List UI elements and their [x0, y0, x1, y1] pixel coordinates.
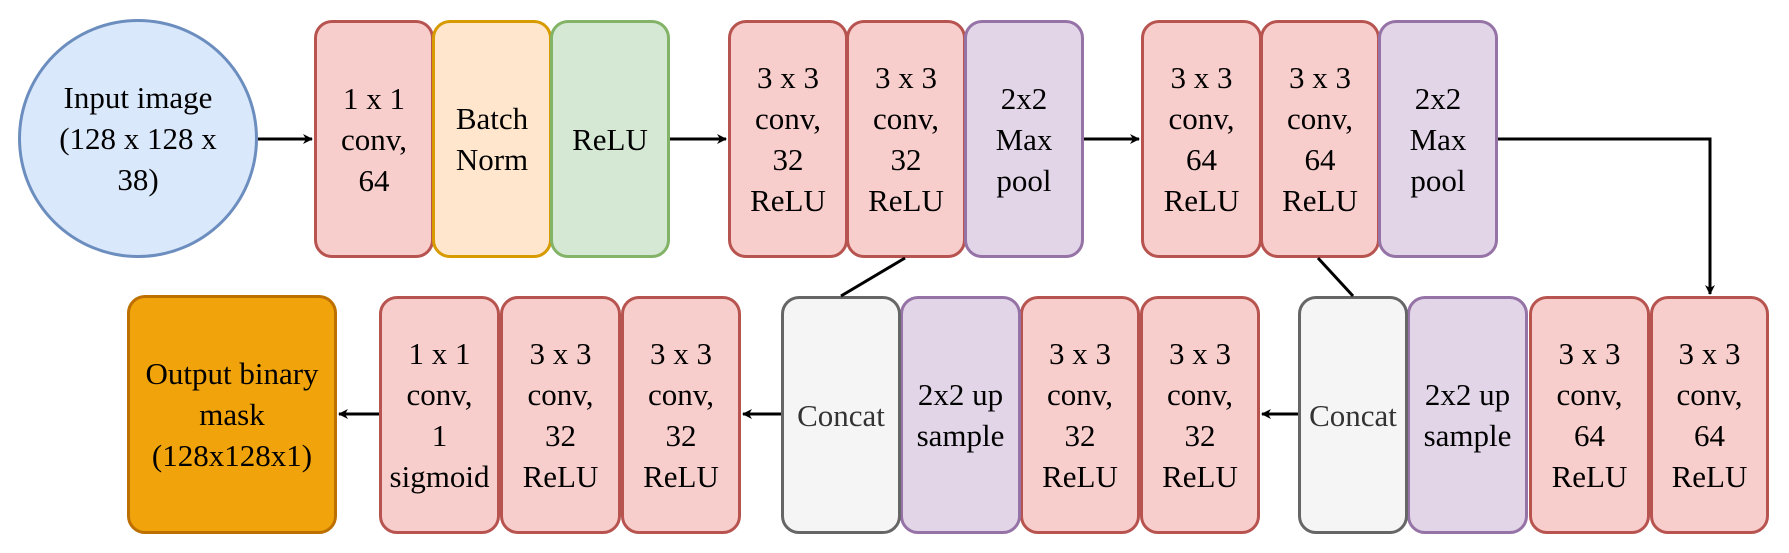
bottleneck-conv-a-node: 3 x 3 conv, 64 ReLU — [1529, 296, 1650, 534]
decoder2-conv-b-node: 3 x 3 conv, 32 ReLU — [1140, 296, 1260, 534]
upsample-2-node: 2x2 up sample — [1407, 296, 1528, 534]
decoder1-conv-a-node: 3 x 3 conv, 32 ReLU — [500, 296, 621, 534]
encoder2-conv-a-node: 3 x 3 conv, 64 ReLU — [1141, 20, 1262, 258]
conv-1x1-64-node: 1 x 1 conv, 64 — [314, 20, 434, 258]
skip-connection-encoder1-to-concat1 — [840, 256, 906, 298]
concat-2-node: Concat — [1298, 296, 1408, 534]
maxpool-1-node: 2x2 Max pool — [964, 20, 1084, 258]
bottleneck-conv-b-node: 3 x 3 conv, 64 ReLU — [1650, 296, 1769, 534]
encoder1-conv-b-node: 3 x 3 conv, 32 ReLU — [846, 20, 966, 258]
final-conv-1x1-sigmoid-node: 1 x 1 conv, 1 sigmoid — [379, 296, 500, 534]
input-image-node: Input image (128 x 128 x 38) — [18, 19, 258, 258]
decoder1-conv-b-node: 3 x 3 conv, 32 ReLU — [621, 296, 741, 534]
decoder2-conv-a-node: 3 x 3 conv, 32 ReLU — [1020, 296, 1140, 534]
maxpool-2-node: 2x2 Max pool — [1378, 20, 1498, 258]
concat-1-node: Concat — [781, 296, 901, 534]
output-mask-node: Output binary mask (128x128x1) — [127, 295, 337, 534]
skip-connection-encoder2-to-concat2 — [1316, 256, 1355, 298]
batch-norm-node: Batch Norm — [432, 20, 552, 258]
encoder1-conv-a-node: 3 x 3 conv, 32 ReLU — [728, 20, 848, 258]
edge-maxpool2-to-bottleneck — [1498, 137, 1715, 295]
encoder2-conv-b-node: 3 x 3 conv, 64 ReLU — [1260, 20, 1380, 258]
relu-node: ReLU — [550, 20, 670, 258]
upsample-1-node: 2x2 up sample — [900, 296, 1021, 534]
